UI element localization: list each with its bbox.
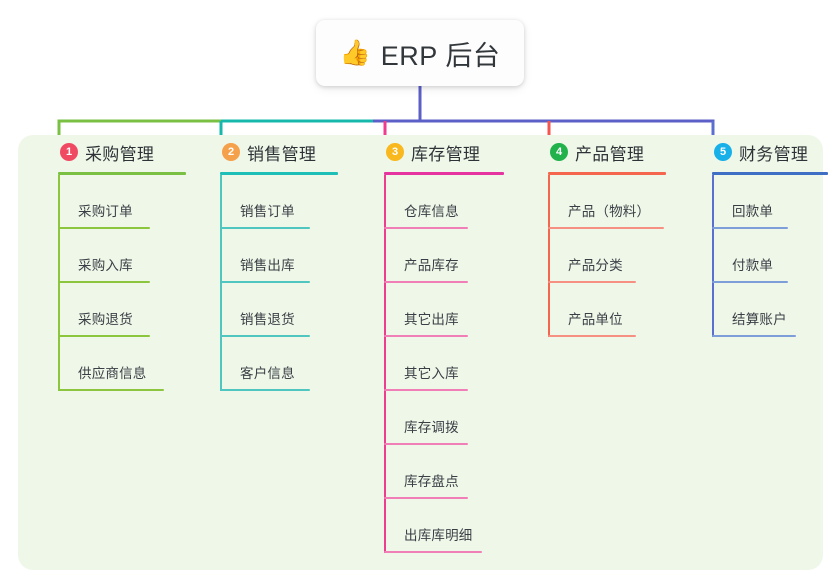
leaf-item-label: 产品单位: [568, 312, 623, 327]
leaf-item-label: 出库库明细: [404, 528, 473, 543]
leaf-item-underline: [712, 227, 788, 229]
branch-badge-3: 3: [386, 143, 404, 161]
leaf-item[interactable]: 采购订单: [58, 175, 150, 229]
leaf-item-underline: [58, 227, 150, 229]
leaf-item-underline: [220, 389, 310, 391]
branch-underline-1: [58, 172, 186, 175]
branch-column-5: 5 财务管理回款单付款单结算账户: [694, 135, 828, 337]
branch-title-1: 采购管理: [85, 144, 155, 164]
leaf-item-label: 销售出库: [240, 258, 295, 273]
leaf-item[interactable]: 结算账户: [712, 283, 796, 337]
branch-title-4: 产品管理: [575, 144, 645, 164]
branch-spine-3: [384, 175, 386, 553]
branch-spine-1: [58, 175, 60, 391]
leaf-item-underline: [384, 443, 468, 445]
branch-underline-2: [220, 172, 338, 175]
leaf-item-underline: [220, 281, 310, 283]
branch-badge-4: 4: [550, 143, 568, 161]
leaf-item-label: 库存调拨: [404, 420, 459, 435]
leaf-item-label: 销售订单: [240, 204, 295, 219]
leaf-item-underline: [384, 227, 468, 229]
branch-header-4[interactable]: 4 产品管理: [530, 135, 644, 169]
branch-badge-2: 2: [222, 143, 240, 161]
thumbs-up-icon: 👍: [339, 38, 371, 67]
branch-column-3: 3 库存管理仓库信息产品库存其它出库其它入库库存调拨库存盘点出库库明细: [366, 135, 504, 553]
leaf-item-label: 其它入库: [404, 366, 459, 381]
leaf-item[interactable]: 客户信息: [220, 337, 310, 391]
leaf-item-underline: [548, 281, 636, 283]
leaf-item-underline: [384, 281, 468, 283]
branch-header-1[interactable]: 1 采购管理: [40, 135, 154, 169]
leaf-item-underline: [712, 281, 788, 283]
leaf-item[interactable]: 其它入库: [384, 337, 468, 391]
branch-spine-5: [712, 175, 714, 337]
leaf-item[interactable]: 销售退货: [220, 283, 310, 337]
root-node[interactable]: 👍 ERP 后台: [316, 20, 524, 86]
leaf-item-underline: [548, 227, 664, 229]
leaf-item-label: 其它出库: [404, 312, 459, 327]
leaf-item[interactable]: 产品单位: [548, 283, 636, 337]
leaf-item-label: 产品库存: [404, 258, 459, 273]
branch-header-5[interactable]: 5 财务管理: [694, 135, 808, 169]
leaf-item-label: 采购退货: [78, 312, 133, 327]
branch-underline-5: [712, 172, 828, 175]
branch-title-5: 财务管理: [739, 144, 809, 164]
leaf-item[interactable]: 采购退货: [58, 283, 150, 337]
branch-badge-1: 1: [60, 143, 78, 161]
leaf-item-label: 仓库信息: [404, 204, 459, 219]
leaf-item[interactable]: 库存盘点: [384, 445, 468, 499]
leaf-item-label: 供应商信息: [78, 366, 147, 381]
leaf-item-underline: [384, 389, 468, 391]
leaf-item-underline: [384, 497, 468, 499]
leaf-item[interactable]: 产品（物料）: [548, 175, 664, 229]
branch-column-4: 4 产品管理产品（物料） 产品分类产品单位: [530, 135, 666, 337]
leaf-item-label: 销售退货: [240, 312, 295, 327]
leaf-item-underline: [58, 281, 150, 283]
leaf-item[interactable]: 采购入库: [58, 229, 150, 283]
branch-spine-2: [220, 175, 222, 391]
branch-badge-5: 5: [714, 143, 732, 161]
leaf-item-underline: [58, 389, 164, 391]
branch-underline-3: [384, 172, 504, 175]
leaf-item-underline: [548, 335, 636, 337]
leaf-item[interactable]: 产品库存: [384, 229, 468, 283]
leaf-item-label: 产品（物料）: [568, 204, 651, 219]
leaf-item-label: 付款单: [732, 258, 774, 273]
branch-underline-4: [548, 172, 666, 175]
leaf-item[interactable]: 出库库明细: [384, 499, 482, 553]
leaf-item-underline: [220, 227, 310, 229]
leaf-item[interactable]: 仓库信息: [384, 175, 468, 229]
branch-spine-4: [548, 175, 550, 337]
leaf-item[interactable]: 库存调拨: [384, 391, 468, 445]
leaf-item-underline: [384, 551, 482, 553]
branches-panel: 1 采购管理采购订单采购入库采购退货供应商信息 2 销售管理销售订单销售出库销售退货客…: [18, 135, 828, 570]
leaf-item[interactable]: 供应商信息: [58, 337, 164, 391]
leaf-item-label: 采购入库: [78, 258, 133, 273]
leaf-item-label: 库存盘点: [404, 474, 459, 489]
leaf-item[interactable]: 其它出库: [384, 283, 468, 337]
branch-column-2: 2 销售管理销售订单销售出库销售退货客户信息: [202, 135, 338, 391]
leaf-item[interactable]: 销售出库: [220, 229, 310, 283]
branch-header-2[interactable]: 2 销售管理: [202, 135, 316, 169]
leaf-item[interactable]: 销售订单: [220, 175, 310, 229]
leaf-item-underline: [58, 335, 150, 337]
leaf-item-underline: [384, 335, 468, 337]
leaf-item[interactable]: 付款单: [712, 229, 788, 283]
leaf-item-underline: [220, 335, 310, 337]
branch-title-3: 库存管理: [411, 144, 481, 164]
leaf-item-label: 结算账户: [732, 312, 787, 327]
leaf-item-label: 产品分类: [568, 258, 623, 273]
leaf-item-label: 客户信息: [240, 366, 295, 381]
leaf-item[interactable]: 回款单: [712, 175, 788, 229]
branch-header-3[interactable]: 3 库存管理: [366, 135, 480, 169]
branch-column-1: 1 采购管理采购订单采购入库采购退货供应商信息: [40, 135, 186, 391]
leaf-item[interactable]: 产品分类: [548, 229, 636, 283]
leaf-item-label: 采购订单: [78, 204, 133, 219]
leaf-item-label: 回款单: [732, 204, 774, 219]
leaf-item-underline: [712, 335, 796, 337]
root-node-label: ERP 后台: [380, 40, 501, 71]
branch-title-2: 销售管理: [247, 144, 317, 164]
